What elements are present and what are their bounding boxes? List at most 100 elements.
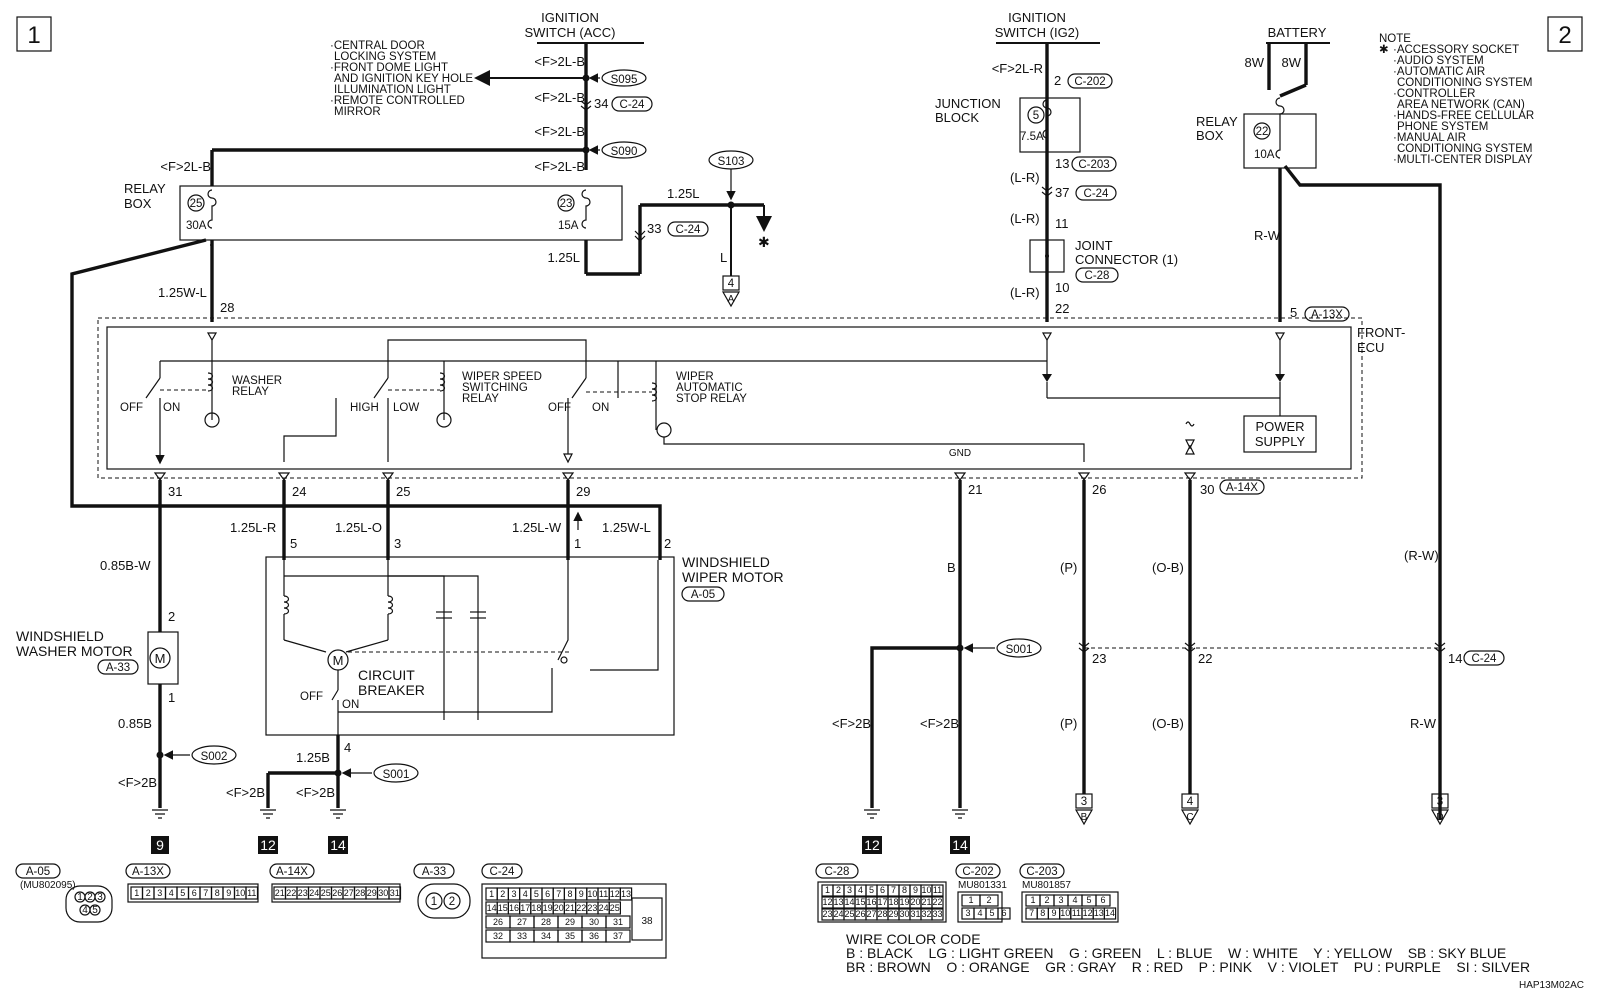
svg-text:MU801857: MU801857 bbox=[1022, 880, 1071, 891]
svg-text:1: 1 bbox=[431, 896, 437, 908]
connector-pin-label: 28 bbox=[355, 888, 365, 898]
svg-text:22: 22 bbox=[1055, 301, 1069, 316]
connector-pin-label: 4 bbox=[977, 908, 982, 918]
conn-a13x-tag bbox=[1304, 306, 1350, 322]
wire-color-code: WIRE COLOR CODE B : BLACK LG : LIGHT GRE… bbox=[846, 931, 1530, 975]
conn-c24-tag bbox=[667, 221, 709, 237]
connector-pin-label: 16 bbox=[866, 897, 876, 907]
svg-text:14: 14 bbox=[952, 837, 968, 853]
connector-pin-label: 14 bbox=[844, 897, 854, 907]
svg-text:2: 2 bbox=[87, 892, 93, 903]
svg-text:<F>2L-R: <F>2L-R bbox=[992, 61, 1043, 76]
conn-c203-tag bbox=[1071, 156, 1117, 172]
connector-pin-label: 10 bbox=[921, 885, 931, 895]
connector-pin-label: 3 bbox=[847, 885, 852, 895]
svg-text:15A: 15A bbox=[558, 220, 579, 232]
connector-pin-label: 6 bbox=[192, 888, 197, 898]
svg-text:POWER: POWER bbox=[1255, 419, 1304, 434]
connector-pin-label: 28 bbox=[541, 917, 551, 927]
svg-text:1: 1 bbox=[77, 892, 83, 903]
svg-text:IGNITION: IGNITION bbox=[541, 10, 599, 25]
connector-pin-cell bbox=[1095, 894, 1111, 907]
svg-text:(L-R): (L-R) bbox=[1010, 285, 1040, 300]
connector-pin-label: 6 bbox=[1001, 908, 1006, 918]
connector-pin-label: 1 bbox=[825, 885, 830, 895]
connector-pin-label: 31 bbox=[613, 917, 623, 927]
connector-pin-label: 24 bbox=[833, 909, 843, 919]
svg-text:4: 4 bbox=[344, 740, 351, 755]
svg-text:1: 1 bbox=[168, 690, 175, 705]
relay-box-right: RELAY BOX 22 10A bbox=[1196, 97, 1317, 169]
splice-s001-right bbox=[996, 638, 1042, 658]
svg-text:(O-B): (O-B) bbox=[1152, 716, 1184, 731]
connector-pin-label: 2 bbox=[836, 885, 841, 895]
svg-text:(L-R): (L-R) bbox=[1010, 211, 1040, 226]
svg-text:C-202: C-202 bbox=[962, 866, 993, 878]
svg-text:ECU: ECU bbox=[1357, 340, 1384, 355]
splice-s002 bbox=[191, 745, 237, 765]
ignition-switch-acc: IGNITION SWITCH (ACC) bbox=[525, 10, 644, 44]
svg-text:A-05: A-05 bbox=[26, 866, 50, 878]
connector-pin-label: 28 bbox=[877, 909, 887, 919]
connector-pin-label: 1 bbox=[1030, 895, 1035, 905]
connector-pin-label: 21 bbox=[275, 888, 285, 898]
svg-text:31: 31 bbox=[168, 484, 182, 499]
connector-pin-cell bbox=[931, 908, 944, 921]
svg-text:1.25W-L: 1.25W-L bbox=[602, 520, 651, 535]
connector-pin-label: 26 bbox=[332, 888, 342, 898]
svg-text:4: 4 bbox=[728, 278, 735, 290]
connector-pin-cell bbox=[931, 884, 944, 897]
svg-text:S001: S001 bbox=[383, 769, 410, 781]
svg-text:A-33: A-33 bbox=[422, 866, 446, 878]
connector-pin-label: 17 bbox=[520, 903, 530, 913]
svg-text:S001: S001 bbox=[1006, 644, 1033, 656]
connector-pin-label: 9 bbox=[226, 888, 231, 898]
svg-text:14: 14 bbox=[1448, 651, 1462, 666]
svg-text:A-05: A-05 bbox=[691, 589, 715, 601]
svg-text:1: 1 bbox=[574, 536, 581, 551]
connector-pin-label: 10 bbox=[1060, 908, 1070, 918]
svg-text:ON: ON bbox=[592, 402, 609, 414]
conn-c24-tag bbox=[611, 96, 653, 112]
windshield-wiper-motor: WINDSHIELD WIPER MOTOR A-05 M OFF ON CIR… bbox=[265, 554, 784, 736]
svg-text:BATTERY: BATTERY bbox=[1268, 25, 1327, 40]
wire-label: <F>2L-B bbox=[534, 90, 585, 105]
page-badge-left bbox=[16, 16, 52, 52]
connector-pin-label: 2 bbox=[986, 895, 991, 905]
svg-text:C-202: C-202 bbox=[1074, 76, 1105, 88]
svg-text:30: 30 bbox=[1200, 482, 1214, 497]
svg-text:ON: ON bbox=[342, 699, 359, 711]
svg-text:CONDITIONING SYSTEM: CONDITIONING SYSTEM bbox=[1397, 77, 1532, 89]
connector-pin-label: 8 bbox=[567, 889, 572, 899]
connector-pin-label: 4 bbox=[523, 889, 528, 899]
svg-text:1.25L-O: 1.25L-O bbox=[335, 520, 382, 535]
connector-pin-label: 14 bbox=[487, 903, 497, 913]
svg-text:<F>2B: <F>2B bbox=[118, 775, 157, 790]
svg-text:OFF: OFF bbox=[548, 402, 571, 414]
conn-c202-tag bbox=[1067, 73, 1113, 89]
svg-text:<F>2B: <F>2B bbox=[832, 716, 871, 731]
svg-text:A-33: A-33 bbox=[106, 662, 130, 674]
svg-text:2: 2 bbox=[449, 896, 455, 908]
connector-pin-label: 37 bbox=[613, 931, 623, 941]
svg-text:(P): (P) bbox=[1060, 560, 1077, 575]
page-badge-right-text: 2 bbox=[1558, 22, 1571, 49]
svg-text:24: 24 bbox=[292, 484, 306, 499]
svg-text:SWITCH (ACC): SWITCH (ACC) bbox=[525, 25, 616, 40]
svg-text:13: 13 bbox=[1055, 156, 1069, 171]
connector-pin-label: 13 bbox=[621, 889, 631, 899]
connector-pin-label: 32 bbox=[921, 909, 931, 919]
svg-text:C: C bbox=[1186, 812, 1193, 823]
connector-pin-cell bbox=[245, 886, 259, 900]
svg-text:·FRONT DOME LIGHT: ·FRONT DOME LIGHT bbox=[330, 62, 448, 74]
connector-pin-label: 23 bbox=[822, 909, 832, 919]
svg-text:23: 23 bbox=[1092, 651, 1106, 666]
svg-text:CONDITIONING SYSTEM: CONDITIONING SYSTEM bbox=[1397, 143, 1532, 155]
svg-text:26: 26 bbox=[1092, 482, 1106, 497]
svg-text:37: 37 bbox=[1055, 185, 1069, 200]
wire-label: <F>2L-B bbox=[160, 159, 211, 174]
